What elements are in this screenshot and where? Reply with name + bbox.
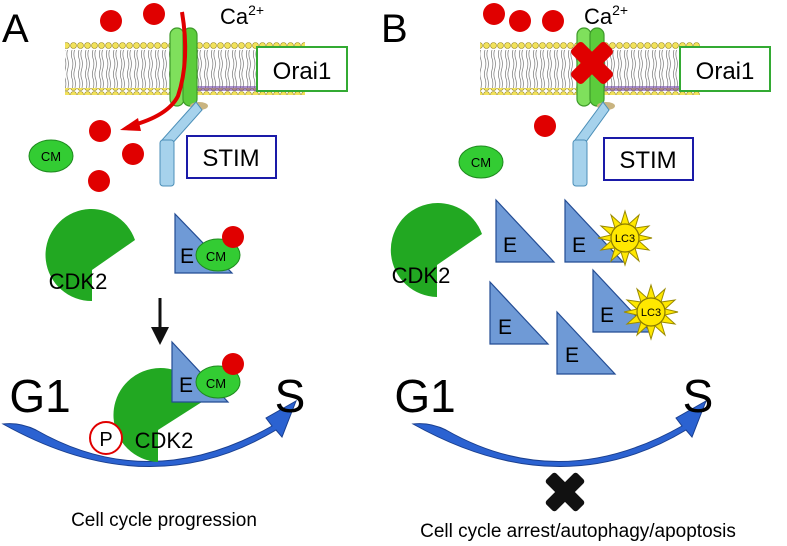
calcium-ion [483,3,505,25]
lc3-label: LC3 [641,307,661,319]
calcium-ion [534,115,556,137]
panel-b-label: B [381,7,408,51]
cm-label: CM [206,376,226,391]
cm-label: CM [206,249,226,264]
phosphate-marker [89,421,123,455]
s-label: S [683,370,714,422]
cdk2-protein [45,209,135,302]
orai1-label: Orai1 [273,58,332,85]
calmodulin [28,139,74,173]
calcium-label: Ca2+ [220,2,264,29]
calcium-ion [222,226,244,248]
orai1-label-box [256,46,348,92]
panel-a: A Ca2+ Orai1 STIM [1,2,348,531]
cyclin-e-label: E [572,234,586,257]
stim-sensor-icon [572,101,615,187]
orai1-label: Orai1 [696,58,755,85]
calcium-ion [122,143,144,165]
stim-label-box [603,137,694,181]
stim-label: STIM [619,147,676,174]
cyclin-e [495,198,556,263]
stim-sensor-icon [159,101,208,187]
cdk2-label: CDK2 [135,428,194,453]
cell-cycle-arrow-b [411,399,707,467]
caption-b: Cell cycle arrest/autophagy/apoptosis [420,521,736,542]
cdk2-label: CDK2 [49,269,108,294]
phosphate-label: P [99,429,112,451]
black-x-icon [545,472,585,512]
calcium-influx-arrowhead [120,118,141,131]
s-label: S [275,370,306,422]
cyclin-e [556,310,617,375]
orai1-label-box [679,46,771,92]
calcium-ion [222,353,244,375]
cyclin-e [489,280,550,345]
calcium-influx-arrow [129,11,188,128]
calcium-ion [542,10,564,32]
caption-a: Cell cycle progression [71,510,257,531]
red-x-icon [571,42,613,84]
lc3-label: LC3 [615,233,635,245]
calmodulin [458,145,504,179]
lc3-marker: LC3 [623,283,679,341]
cm-label: CM [41,149,61,164]
calcium-ion [509,10,531,32]
cyclin-e-label: E [503,234,517,257]
g1-label: G1 [394,370,455,422]
calcium-ion [89,120,111,142]
cm-label: CM [471,155,491,170]
cell-cycle-arrow-a [1,399,297,467]
cdk2-protein [390,203,482,297]
panel-b: B Ca2+ Orai1 STIM CM [381,2,771,542]
cyclin-e-label: E [565,344,579,367]
cyclin-e-label: E [498,316,512,339]
calcium-label: Ca2+ [584,2,628,29]
stim-label: STIM [202,145,259,172]
calcium-ion [100,10,122,32]
cdk2-label: CDK2 [392,263,451,288]
cyclin-e-label: E [179,374,193,397]
g1-label: G1 [9,370,70,422]
stim-label-box [186,135,277,179]
cyclin-e-label: E [180,245,194,268]
panel-a-label: A [2,7,29,51]
calcium-ion [88,170,110,192]
calcium-ion [143,3,165,25]
lc3-marker: LC3 [597,209,653,267]
cyclin-e-label: E [600,304,614,327]
